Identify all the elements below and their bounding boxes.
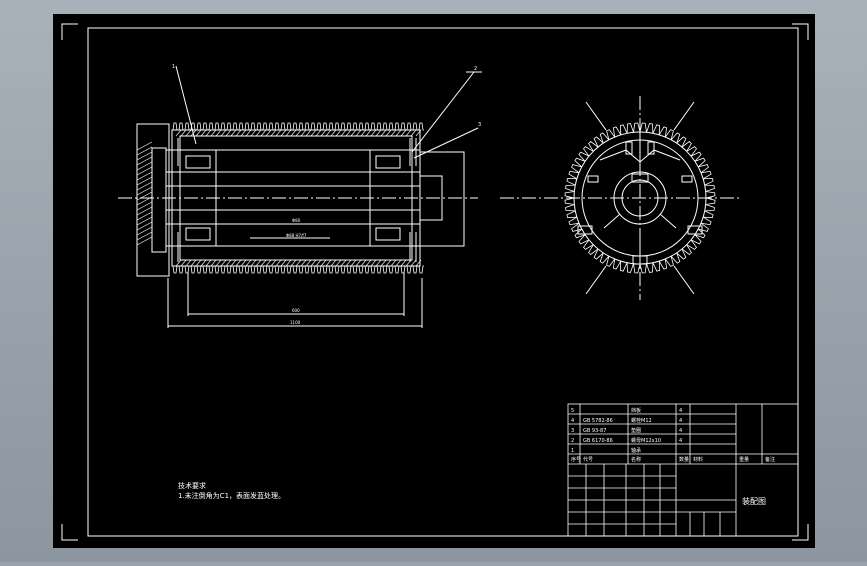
bom-name: 垫圈 [631, 427, 641, 434]
bom-code: GB 6170-86 [583, 438, 613, 444]
dim-overall-length: 1100 [290, 320, 301, 325]
notes-item-1: 1.未注倒角为C1，表面发蓝处理。 [178, 491, 285, 500]
bom-code: GB 5782-86 [583, 418, 613, 424]
bom-name: 轴承 [631, 447, 641, 454]
bom-no: 2 [571, 438, 574, 444]
bom-header-cell: 重量 [739, 456, 749, 463]
bom-header-cell: 序号 [571, 456, 581, 463]
bom-header-cell: 名称 [631, 456, 641, 463]
bom-header-cell: 备注 [765, 456, 775, 463]
section-hatching [136, 129, 422, 267]
bom-no: 1 [571, 448, 574, 454]
bom-header: 序号代号 名称 数量材料 重量 备注 [571, 456, 775, 463]
bom-no: 5 [571, 408, 574, 414]
bom-qty: 4 [679, 438, 682, 444]
bom-name: 挡板 [631, 407, 641, 414]
dim-inner-dia: Φ88 H7/f7 [286, 233, 307, 238]
bom-name: 螺母M12x10 [631, 437, 661, 444]
bom-header-cell: 数量 [679, 456, 689, 463]
bill-of-materials: 5 挡板 4 4 GB 5782-86 螺栓M12 4 3 GB 93-87 垫圈 4 2 GB 617… [571, 407, 682, 454]
bom-header-cell: 材料 [693, 456, 703, 463]
drawing-title: 装配图 [742, 496, 766, 506]
bom-qty: 4 [679, 428, 682, 434]
sheet-frame [61, 23, 809, 541]
bom-header-cell: 代号 [583, 456, 593, 463]
drawing-sheet [53, 14, 815, 548]
dim-roller-length: 600 [292, 308, 300, 313]
bom-name: 螺栓M12 [631, 417, 652, 424]
callout-2: 2 [474, 66, 477, 72]
callout-3: 3 [478, 122, 481, 128]
title-block-grid [567, 403, 799, 537]
bom-qty: 4 [679, 408, 682, 414]
bom-no: 3 [571, 428, 574, 434]
roller-teeth-top [172, 122, 424, 131]
bom-code: GB 93-87 [583, 428, 606, 434]
callout-1: 1 [172, 64, 175, 70]
roller-teeth-bottom [172, 265, 424, 274]
gear-teeth [564, 122, 716, 274]
bom-no: 4 [571, 418, 574, 424]
notes-heading: 技术要求 [178, 481, 206, 490]
dim-inner-length: Φ80 [292, 218, 301, 223]
bom-qty: 4 [679, 418, 682, 424]
